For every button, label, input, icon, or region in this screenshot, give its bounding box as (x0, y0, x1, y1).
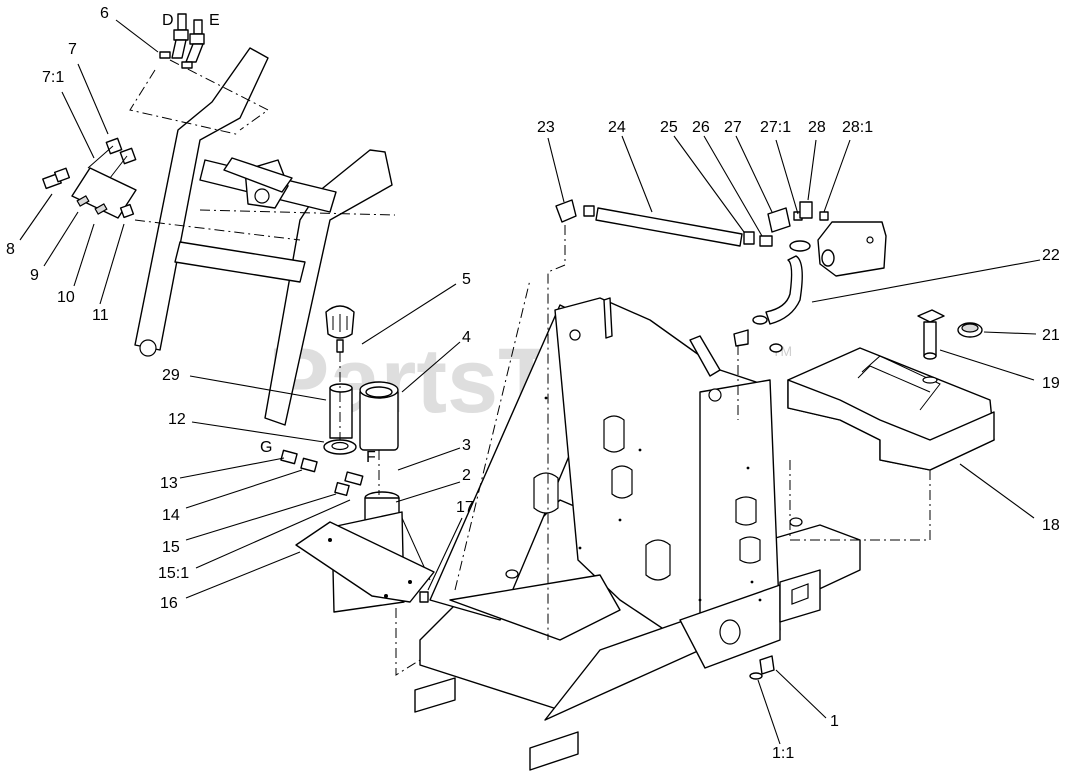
callout-28: 28 (808, 119, 826, 136)
callout-22: 22 (1042, 247, 1060, 264)
callout-4: 4 (462, 329, 471, 346)
callout-1: 1 (830, 713, 839, 730)
callout-13: 13 (160, 475, 178, 492)
callout-7: 7 (68, 41, 77, 58)
callout-19: 19 (1042, 375, 1060, 392)
callout-15: 15 (162, 539, 180, 556)
valve-manifold (42, 137, 137, 219)
callout-14: 14 (162, 507, 180, 524)
callout-9: 9 (30, 267, 39, 284)
callout-17: 17 (456, 499, 474, 516)
callout-D: D (162, 12, 174, 29)
callout-2: 2 (462, 467, 471, 484)
callout-G: G (260, 439, 272, 456)
callout-1-1: 1:1 (772, 745, 794, 762)
callout-F: F (366, 449, 376, 466)
callout-27: 27 (724, 119, 742, 136)
hydraulic-hose-pump (555, 199, 887, 353)
callout-labels: 6 D E 7 7:1 8 9 10 11 5 4 29 12 G F 3 2 … (6, 5, 1060, 762)
drain-plug (749, 655, 775, 680)
callout-18: 18 (1042, 517, 1060, 534)
callout-25: 25 (660, 119, 678, 136)
hydraulic-reservoir-assembly (280, 305, 435, 676)
callout-27-1: 27:1 (760, 119, 791, 136)
callout-28-1: 28:1 (842, 119, 873, 136)
callout-21: 21 (1042, 327, 1060, 344)
callout-7-1: 7:1 (42, 69, 64, 86)
callout-3: 3 (462, 437, 471, 454)
lift-arm (129, 47, 396, 426)
callout-23: 23 (537, 119, 555, 136)
callout-6: 6 (100, 5, 109, 22)
callout-11: 11 (92, 307, 109, 324)
leader-lines (19, 19, 1041, 745)
fuel-tank (787, 309, 995, 541)
callout-10: 10 (57, 289, 75, 306)
callout-16: 16 (160, 595, 178, 612)
callout-15-1: 15:1 (158, 565, 189, 582)
callout-5: 5 (462, 271, 471, 288)
main-frame (414, 225, 861, 771)
hydraulic-fittings-de (159, 13, 205, 69)
callout-24: 24 (608, 119, 626, 136)
callout-8: 8 (6, 241, 15, 258)
callout-E: E (209, 12, 220, 29)
callout-12: 12 (168, 411, 186, 428)
callout-29: 29 (162, 367, 180, 384)
callout-26: 26 (692, 119, 710, 136)
